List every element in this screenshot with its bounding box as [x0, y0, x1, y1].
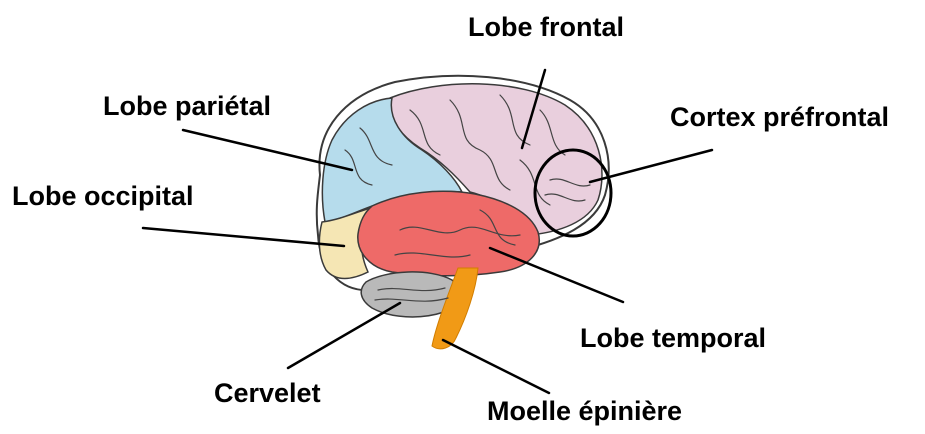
label-lobe-frontal: Lobe frontal	[468, 14, 624, 41]
label-cervelet: Cervelet	[214, 380, 321, 407]
cervelet-leader	[288, 303, 400, 368]
label-lobe-occipital: Lobe occipital	[12, 183, 194, 210]
label-cortex-prefrontal: Cortex préfrontal	[670, 104, 889, 131]
moelle-leader	[443, 340, 549, 393]
label-lobe-temporal: Lobe temporal	[580, 325, 766, 352]
temporal-leader	[490, 248, 623, 302]
occipital-leader	[143, 228, 344, 246]
label-moelle-epiniere: Moelle épinière	[487, 398, 682, 425]
label-lobe-parietal: Lobe pariétal	[103, 93, 271, 120]
